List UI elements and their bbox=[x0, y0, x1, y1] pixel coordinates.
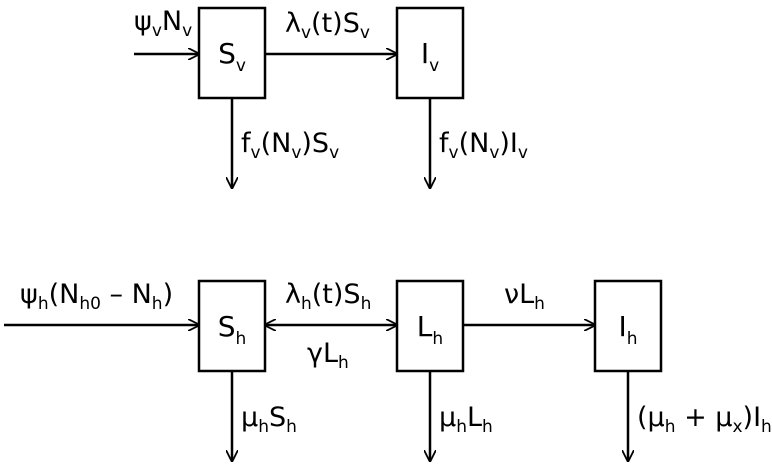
vector-infection-label: λv(t)Sv bbox=[285, 8, 370, 43]
node-iv-label: Iv bbox=[421, 37, 439, 76]
host-progression-label: νLh bbox=[504, 279, 545, 314]
node-sh: Sh bbox=[197, 279, 267, 373]
host-recovery-label: γLh bbox=[307, 338, 349, 373]
node-sh-box bbox=[197, 279, 267, 373]
node-ih-box bbox=[593, 279, 663, 373]
node-lh: Lh bbox=[395, 279, 465, 373]
lh-death-label: μhLh bbox=[439, 402, 493, 437]
ih-death-label: (μh + μx)Ih bbox=[637, 402, 772, 437]
node-sv-label: Sv bbox=[218, 37, 246, 76]
node-iv-box bbox=[395, 6, 465, 100]
host-infection-label: λh(t)Sh bbox=[285, 279, 371, 314]
node-sv: Sv bbox=[197, 6, 267, 100]
node-ih-label: Ih bbox=[618, 310, 637, 349]
iv-death-label: fv(Nv)Iv bbox=[439, 128, 528, 163]
sv-death-label: fv(Nv)Sv bbox=[241, 128, 339, 163]
sh-death-label: μhSh bbox=[241, 402, 297, 437]
node-lh-label: Lh bbox=[417, 310, 443, 349]
node-sh-label: Sh bbox=[218, 310, 247, 349]
vector-recruitment-label: ψvNv bbox=[134, 6, 192, 41]
host-recruitment-label: ψh(Nh0 – Nh) bbox=[20, 279, 173, 314]
node-ih: Ih bbox=[593, 279, 663, 373]
node-iv: Iv bbox=[395, 6, 465, 100]
